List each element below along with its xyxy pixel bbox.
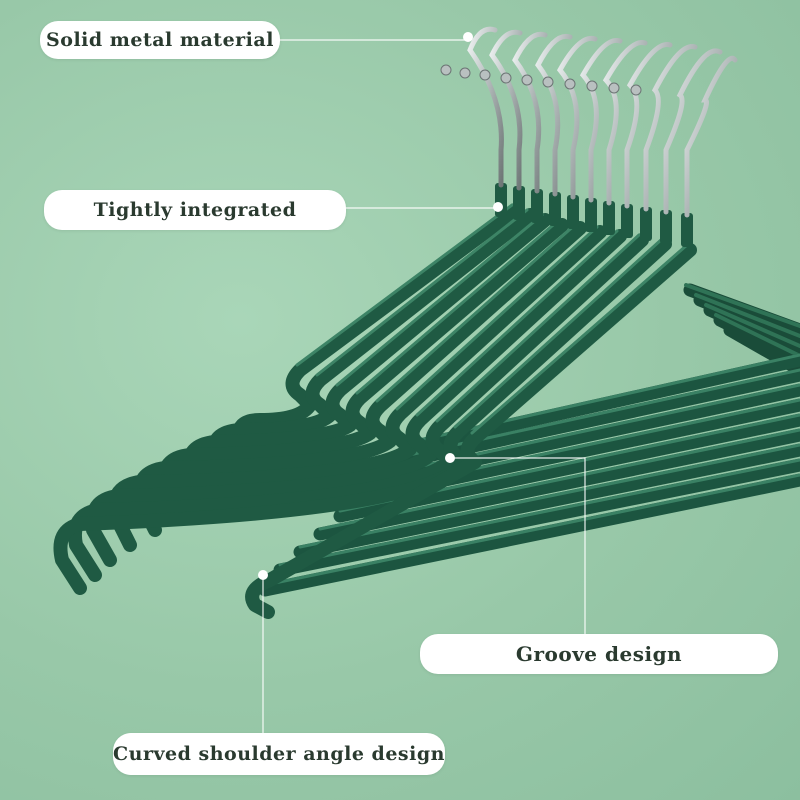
label-groove-design: Groove design xyxy=(420,634,778,674)
hanger-left-arms xyxy=(53,203,697,619)
label-solid-metal-material: Solid metal material xyxy=(40,21,280,59)
hanger-right-wing xyxy=(683,283,800,377)
leader-dots xyxy=(258,32,503,580)
label-curved-shoulder-angle-design: Curved shoulder angle design xyxy=(113,733,445,775)
hanger-neck-sleeves xyxy=(495,183,693,247)
hook-tip-balls xyxy=(440,64,642,96)
label-tightly-integrated: Tightly integrated xyxy=(44,190,346,230)
hanger-metal-hooks xyxy=(467,26,738,218)
leader-lines xyxy=(262,39,586,733)
